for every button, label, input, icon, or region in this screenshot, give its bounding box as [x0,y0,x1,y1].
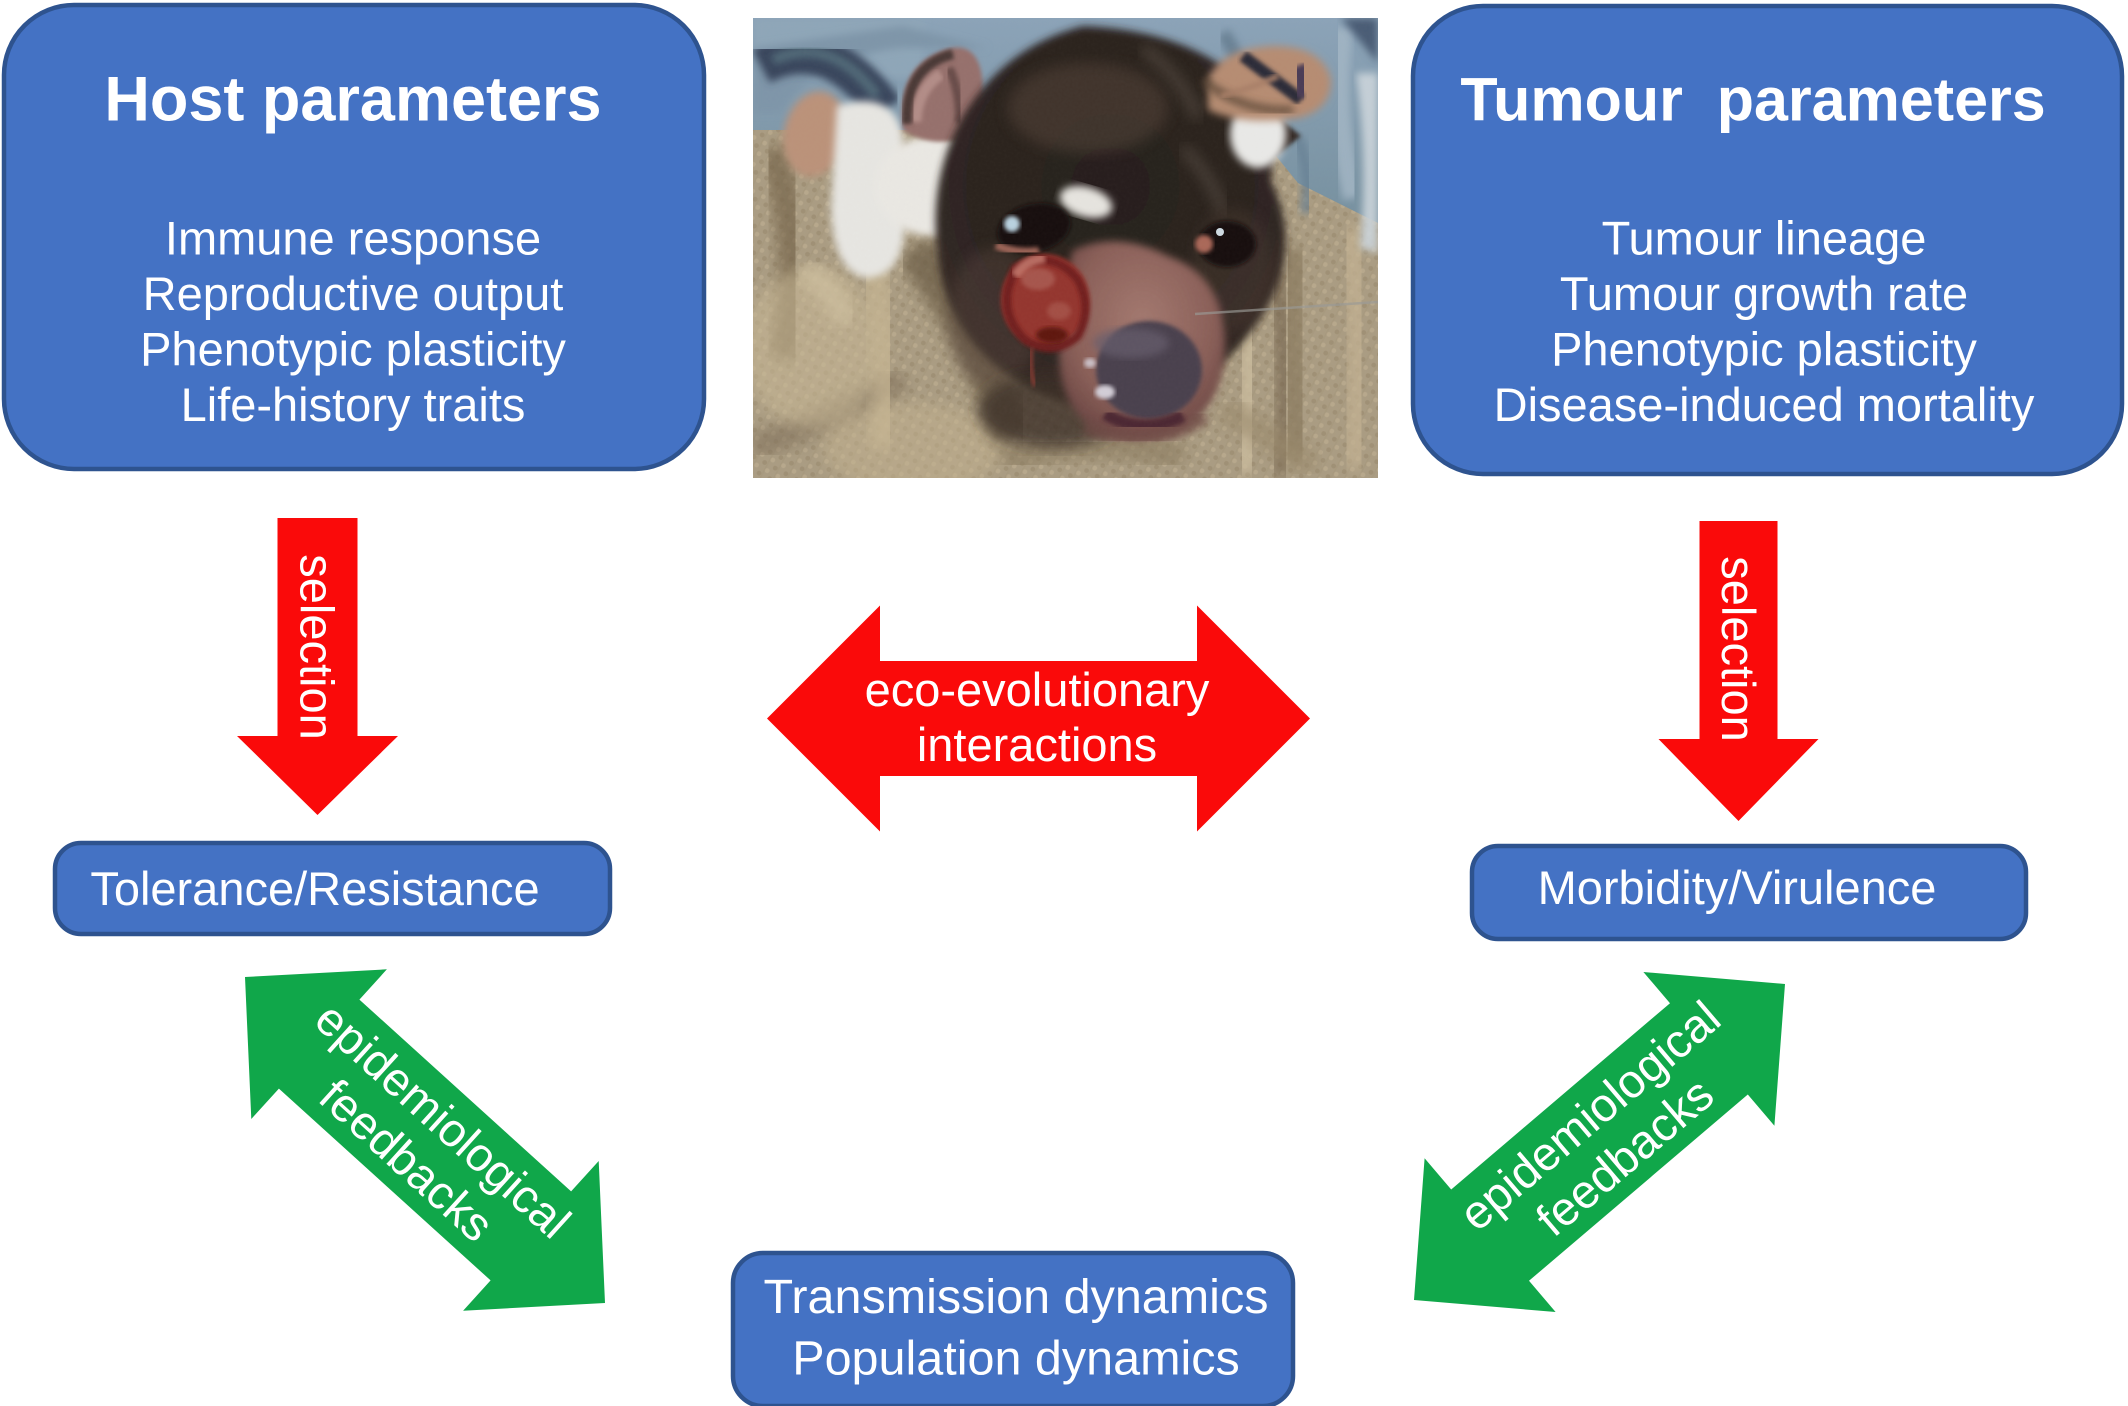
svg-text:Life-history traits: Life-history traits [181,378,526,431]
svg-text:Phenotypic plasticity: Phenotypic plasticity [140,323,566,376]
svg-text:Morbidity/Virulence: Morbidity/Virulence [1538,861,1937,914]
svg-text:Immune response: Immune response [165,212,541,265]
svg-text:Transmission dynamics: Transmission dynamics [764,1270,1269,1324]
svg-text:Tumour lineage: Tumour lineage [1602,212,1927,265]
svg-text:Tumour parameters: Tumour parameters [1460,66,2045,134]
svg-text:Population dynamics: Population dynamics [792,1332,1240,1386]
svg-text:selection: selection [291,554,344,740]
svg-text:Disease-induced mortality: Disease-induced mortality [1494,378,2035,431]
svg-text:Phenotypic plasticity: Phenotypic plasticity [1551,323,1977,376]
svg-text:eco-evolutionary: eco-evolutionary [865,663,1210,716]
svg-text:Host parameters: Host parameters [104,65,601,135]
svg-text:interactions: interactions [917,718,1157,771]
svg-text:Tumour growth rate: Tumour growth rate [1560,267,1968,320]
svg-text:Reproductive output: Reproductive output [143,267,564,320]
svg-text:Tolerance/Resistance: Tolerance/Resistance [90,862,539,915]
svg-text:selection: selection [1712,556,1765,742]
